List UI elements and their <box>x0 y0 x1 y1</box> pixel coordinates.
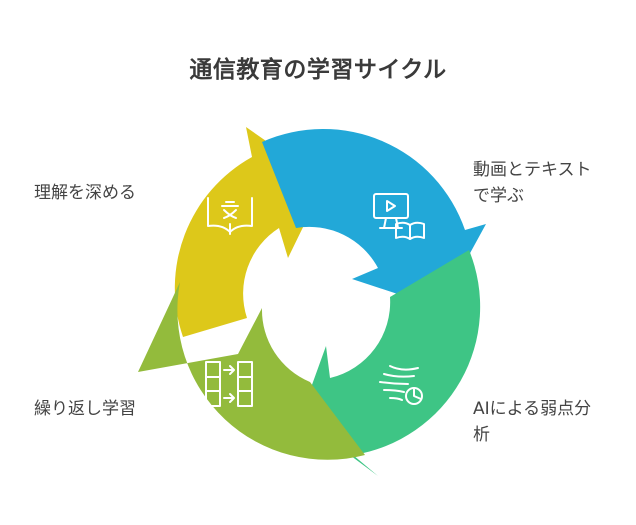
step-label-line: AIによる弱点分 <box>473 399 592 419</box>
segment-video-text <box>262 128 486 308</box>
step-label-line: で学ぶ <box>473 186 524 206</box>
step-label-ai-analysis: AIによる弱点分 析 <box>473 396 591 448</box>
step-label-video-text: 動画とテキスト で学ぶ <box>473 157 592 209</box>
step-label-line: 理解を深める <box>34 183 136 203</box>
step-label-repeat-study: 繰り返し学習 <box>34 396 136 422</box>
segment-ai-analysis <box>300 250 481 476</box>
step-label-deepen-understanding: 理解を深める <box>34 180 136 206</box>
step-label-line: 析 <box>473 425 490 445</box>
step-label-line: 動画とテキスト <box>473 160 592 180</box>
video-book-icon <box>373 193 425 240</box>
diagram-title: 通信教育の学習サイクル <box>189 57 447 83</box>
wind-chart-icon <box>379 365 423 405</box>
flow-columns-icon <box>205 361 253 407</box>
translate-book-icon <box>207 197 253 235</box>
step-label-line: 繰り返し学習 <box>34 399 136 419</box>
